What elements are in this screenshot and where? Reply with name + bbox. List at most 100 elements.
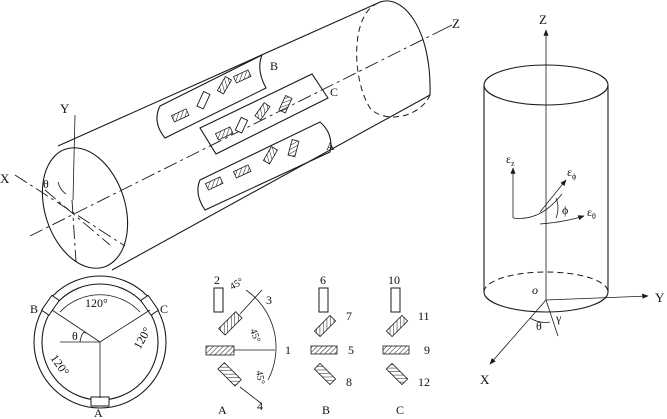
strip-c-label: C [330,85,338,99]
coord-cylinder-bottom-back [483,271,609,293]
y-axis-dash [71,199,77,263]
section-angle-top: 120° [85,296,108,310]
coord-phi: ϕ [562,203,568,217]
x-axis-label: X [0,171,10,186]
cylinder-far-end-hidden [356,2,431,118]
gauge-b-4 [232,69,252,84]
x-axis-line [14,174,126,247]
section-angle-arc [59,294,141,313]
rosette-group-a: 2 3 1 4 45° 45° 45° A [205,273,291,417]
rosette-group-c: 10 11 9 12 C [382,273,430,417]
coord-theta-arc [529,317,551,323]
section-label-c: C [160,302,168,316]
gauge-c-4 [278,94,293,114]
theta-label: θ [43,177,49,191]
rosette-c-num-11: 11 [418,309,430,323]
cylinder-front-end [41,147,129,269]
gauge-a-3 [262,146,279,165]
rosette-b-gauge-8 [313,362,337,386]
eps-z-sub: z [511,159,515,168]
rosette-a-angle-3: 45° [253,370,266,386]
rosette-group-b: 6 7 5 8 B [310,273,354,417]
gauge-a-1 [204,176,224,191]
coord-eps-z: εz [506,152,515,168]
section-label-b: B [30,302,38,316]
section-view: B C A 120° 120° 120° θ [30,275,168,419]
rosette-a-angle-arc [245,289,277,381]
coord-origin: o [532,283,538,297]
strip-a-label: A [326,139,335,153]
radius-c [99,309,151,343]
rosette-c-gauge-9 [382,345,410,355]
section-theta-arc [79,332,87,343]
rosette-b-num-7: 7 [346,309,352,323]
coord-y-label: Y [655,290,665,305]
rosette-b-gauge-5 [310,345,338,355]
rosette-c-gauge-11 [385,314,409,338]
cylinder-axis [29,31,439,237]
coord-x-axis [489,299,547,365]
rosette-a-num-2: 2 [214,273,220,287]
section-angle-right: 120° [130,325,154,352]
gauge-b-1 [170,108,190,123]
coord-radial [545,299,559,337]
cylinder-bottom-edge [111,94,431,271]
coord-x-label: X [480,372,490,387]
section-gauge-b [40,294,60,316]
gauge-b-2 [196,90,211,110]
rosette-b-gauge-6 [318,287,329,313]
coord-phi-arc [555,197,559,219]
section-gauge-a [90,396,110,407]
gauge-b-3 [216,76,233,95]
rosette-b-num-5: 5 [348,343,354,357]
rosette-c-num-9: 9 [424,343,430,357]
strip-a [197,121,332,211]
coord-cylinder-bottom-front [483,291,609,313]
rosette-a-gauge-2 [213,287,224,313]
coord-eps-theta-arrow [539,215,585,225]
gauge-a-2 [232,164,252,179]
coord-y-axis [545,293,649,301]
section-angle-left: 120° [48,352,73,379]
rosette-a-label: A [218,403,227,417]
z-axis-line [437,24,453,33]
coord-eps-phi-arrow [539,179,567,213]
rosette-c-num-10: 10 [388,273,400,287]
rosette-a-num-3: 3 [266,293,272,307]
gauge-c-2 [234,116,249,134]
rosette-a-gauge-3 [218,311,243,336]
rosette-a-num-4: 4 [257,399,263,413]
coord-gamma: γ [555,311,562,325]
rosette-b-num-8: 8 [346,375,352,389]
coord-curve [512,193,563,219]
strip-b [156,53,267,139]
radius-b [51,309,101,343]
cylinder-far-end-visible [377,0,431,96]
rosette-c-num-12: 12 [418,375,430,389]
rosette-a-angle-1: 45° [228,276,246,293]
section-outer-circle [33,275,167,409]
z-axis-label: Z [452,16,460,31]
y-axis-line [72,114,76,201]
rosette-a-ref-line-4 [239,386,263,405]
rosette-b-gauge-7 [313,314,337,338]
coord-eps-theta: εθ [587,205,596,221]
rosette-c-gauge-12 [385,362,409,386]
eps-theta-sub: θ [592,212,596,221]
rosette-c-label: C [396,403,404,417]
coord-view: Z Y X o εz εϕ εθ ϕ θ γ [480,12,665,387]
section-theta: θ [72,329,78,343]
coord-eps-phi: εϕ [567,165,576,181]
rosette-a-gauge-1 [205,345,235,356]
strip-b-label: B [270,59,278,73]
y-axis-label: Y [60,101,70,116]
eps-theta-symbol: ε [587,205,592,219]
section-label-a: A [94,406,103,419]
rosette-b-label: B [322,403,330,417]
eps-phi-symbol: ε [567,165,572,179]
rosette-a-angle-2: 45° [247,327,262,344]
section-gauge-c [140,294,160,316]
gauge-c-3 [254,102,271,121]
eps-z-symbol: ε [506,152,511,166]
